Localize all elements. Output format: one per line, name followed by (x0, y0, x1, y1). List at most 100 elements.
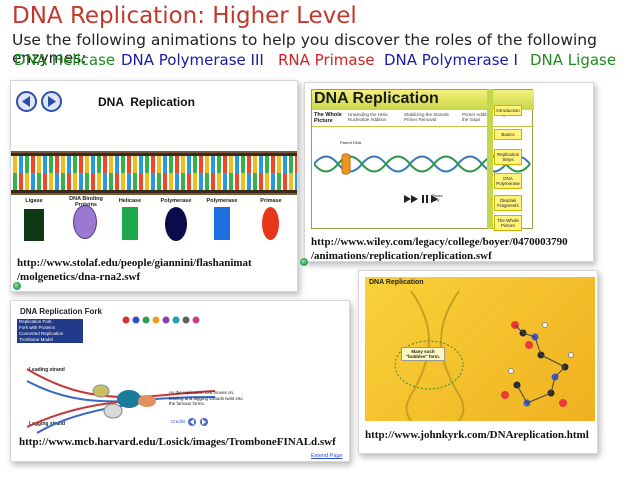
dna-rung (289, 156, 293, 173)
dna-rung (187, 156, 191, 173)
dna-rung (277, 156, 281, 173)
dna-rung (157, 173, 161, 190)
dna-rung (217, 173, 221, 190)
card4-heading: DNA Replication (369, 279, 424, 286)
wiley-animation-card[interactable]: DNA Replication The Whole Picture Unwind… (304, 82, 594, 262)
credits-link[interactable]: Credits (171, 419, 186, 424)
stolaf-url-link[interactable]: http://www.stolaf.edu/people/giannini/fl… (17, 257, 252, 283)
legend-ligase: Ligase (25, 198, 43, 204)
play-icon (48, 96, 56, 107)
dna-rung (97, 156, 101, 173)
polymerase-swatch-2 (214, 207, 230, 240)
binding-protein-swatch (73, 205, 97, 239)
nav-basics[interactable]: Basics (494, 129, 522, 140)
harvard-url-link[interactable]: http://www.mcb.harvard.edu/Losick/images… (19, 436, 336, 448)
harvard-animation-card[interactable]: DNA Replication Fork Replication Fork Fo… (10, 300, 350, 462)
dna-rung (163, 173, 167, 190)
dna-rung (109, 173, 113, 190)
enzyme-helicase: DNA Helicase (14, 51, 116, 69)
dna-rung (265, 173, 269, 190)
nav-arrow-icons[interactable] (187, 417, 211, 427)
kyrk-screen: DNA Replication Many such "bubbles" form… (365, 277, 595, 421)
dna-rung (175, 173, 179, 190)
stolaf-animation-card[interactable]: DNA Replication Ligase DNA Binding Prote… (10, 80, 298, 292)
legend-binding: DNA Binding Proteins (69, 196, 103, 208)
dna-rung (103, 156, 107, 173)
leading-strand-label: Leading strand (29, 367, 65, 373)
tab-primer[interactable]: Primer Addition Filling the Gaps (462, 112, 506, 122)
nav-okazaki[interactable]: Okazaki Fragments (494, 195, 522, 211)
dna-rung (61, 173, 65, 190)
play-controls-icon[interactable] (404, 194, 438, 204)
tab-stabilizing[interactable]: Stabilizing the Strands Primer Removal (404, 112, 449, 122)
dna-rung (31, 156, 35, 173)
dna-rung (85, 173, 89, 190)
dna-rung (211, 173, 215, 190)
replication-fork-diagram (26, 368, 216, 434)
page-title: DNA Replication: Higher Level (12, 3, 357, 29)
dna-rung (55, 156, 59, 173)
dna-rung (43, 156, 47, 173)
rewind-button[interactable] (16, 91, 37, 112)
dna-rung (289, 173, 293, 190)
nav-steps[interactable]: Replication Steps (494, 149, 522, 165)
nav-polymerase[interactable]: DNA Polymerase (494, 173, 522, 189)
dna-rung (121, 173, 125, 190)
enzyme-primase: RNA Primase (278, 51, 375, 69)
dna-rung (241, 156, 245, 173)
dna-rung (133, 156, 137, 173)
dna-rung (37, 173, 41, 190)
dna-rung (265, 156, 269, 173)
dna-rung (13, 173, 17, 190)
dna-rung (139, 173, 143, 190)
kyrk-molecule-diagram (394, 290, 574, 421)
dna-rung (187, 173, 191, 190)
legend-polymerase-1: Polymerase (160, 198, 192, 204)
dna-rung (205, 173, 209, 190)
card3-heading: DNA Replication Fork (20, 307, 102, 316)
extend-page-link[interactable]: Extend Page (311, 453, 343, 459)
dna-rung (247, 173, 251, 190)
dna-rung (43, 173, 47, 190)
card2-heading: DNA Replication (314, 90, 439, 107)
dna-rung (271, 156, 275, 173)
dna-rung (127, 156, 131, 173)
lagging-strand-label: Lagging strand (29, 421, 66, 427)
dna-rung (199, 156, 203, 173)
helicase-swatch (122, 207, 138, 240)
dna-rung (103, 173, 107, 190)
dna-rung (115, 173, 119, 190)
dna-rung (241, 173, 245, 190)
play-button[interactable] (41, 91, 62, 112)
wiley-side-strip (487, 89, 493, 229)
page-subtitle: Use the following animations to help you… (12, 31, 597, 67)
menu-replication-fork[interactable]: Replication Fork (19, 319, 52, 324)
dna-rung (121, 156, 125, 173)
menu-concerted[interactable]: Concerted Replication (19, 331, 64, 336)
johnkyrk-url-link[interactable]: http://www.johnkyrk.com/DNAreplication.h… (365, 429, 589, 441)
dna-rung (193, 173, 197, 190)
nav-whole[interactable]: The Whole Picture (494, 215, 522, 231)
enzyme-polymerase-iii: DNA Polymerase III (121, 51, 264, 69)
tab-unwinding[interactable]: Unwinding the Helix Nucleotide Addition (348, 112, 388, 122)
polymerase-swatch-1 (165, 207, 187, 241)
dna-rung (199, 173, 203, 190)
dna-rung (193, 156, 197, 173)
menu-fork-proteins[interactable]: Fork with Proteins (19, 325, 56, 330)
dna-rung (235, 156, 239, 173)
nav-introduction[interactable]: Introduction (494, 105, 522, 116)
tab-whole-picture[interactable]: The Whole Picture (314, 112, 342, 124)
dna-rung (13, 156, 17, 173)
dna-rung (283, 173, 287, 190)
wiley-url-link[interactable]: http://www.wiley.com/legacy/college/boye… (311, 236, 568, 262)
dna-rung (181, 156, 185, 173)
johnkyrk-animation-card[interactable]: DNA Replication Many such "bubbles" form… (358, 270, 598, 454)
dna-rung (151, 156, 155, 173)
dna-rung (211, 156, 215, 173)
parent-dna-label: Parent DNA (340, 140, 362, 145)
dna-rung (259, 173, 263, 190)
dna-rung (163, 156, 167, 173)
card1-heading: DNA Replication (98, 95, 195, 109)
protein-legend-icons (122, 316, 200, 324)
menu-trombone[interactable]: Trombone Model (19, 337, 53, 342)
